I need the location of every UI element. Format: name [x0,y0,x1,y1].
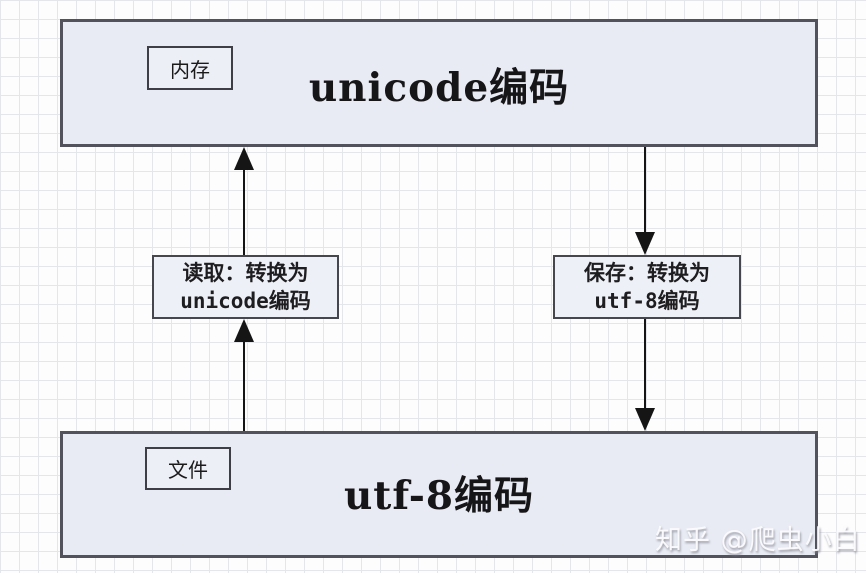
read-conversion-label: 读取：转换为 unicode编码 [152,255,339,319]
read-arrow-line-upper [243,168,245,255]
save-arrow-line-upper [644,147,646,233]
file-box: 文件 utf-8编码 [60,431,818,558]
memory-box: 内存 unicode编码 [60,19,818,147]
memory-tag: 内存 [147,46,233,90]
arrowhead-down-icon [635,408,655,431]
arrowhead-up-icon [234,147,254,170]
read-label-line1: 读取：转换为 [182,261,309,285]
read-arrow-line-lower [243,340,245,431]
watermark: 知乎 @爬虫小白 [655,525,861,556]
save-label-line1: 保存：转换为 [584,261,710,285]
memory-box-title: unicode编码 [308,65,570,111]
save-conversion-label: 保存：转换为 utf-8编码 [553,255,741,319]
arrowhead-up-icon [234,319,254,342]
file-tag: 文件 [145,447,231,490]
file-box-title: utf-8编码 [343,473,535,519]
read-label-line2: unicode编码 [180,289,311,313]
save-label-line2: utf-8编码 [594,289,700,313]
save-arrow-line-lower [644,319,646,409]
arrowhead-down-icon [635,232,655,255]
